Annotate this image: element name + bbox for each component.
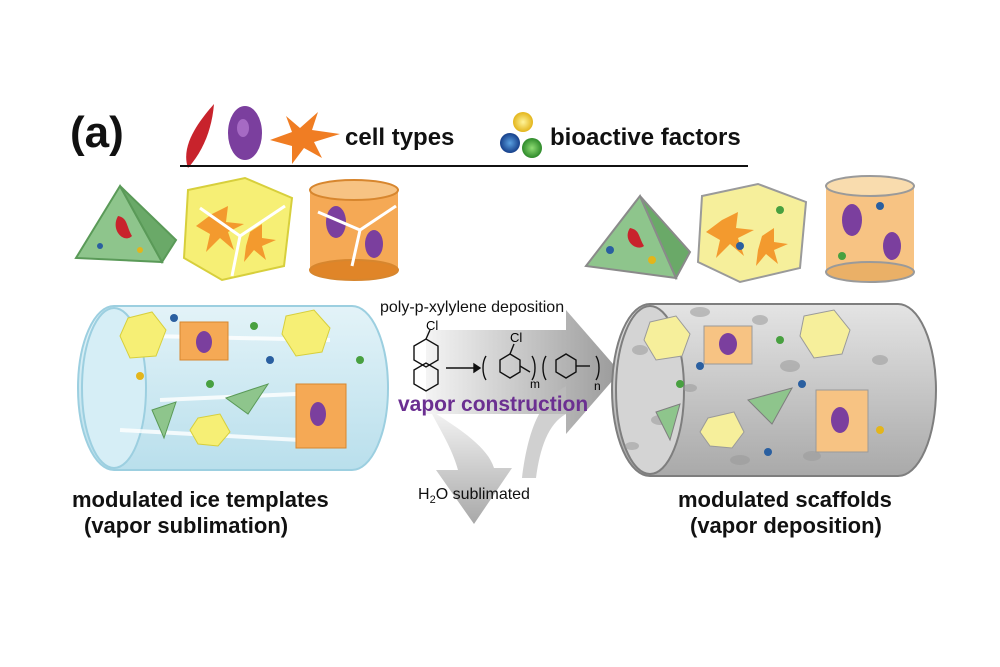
legend-bioactive-factors: bioactive factors — [550, 124, 741, 151]
scaffold-cube — [696, 182, 808, 284]
green-factor-icon — [522, 138, 542, 158]
scaffold-cylinder — [825, 175, 915, 283]
legend-cell-types: cell types — [345, 124, 455, 151]
sublimated-subscript: 2 — [429, 494, 436, 507]
sublimated-label: H2O sublimated — [418, 486, 530, 506]
scaffold-cylinder-porous — [611, 303, 937, 477]
caption-ice-templates: modulated ice templates — [72, 487, 329, 512]
spindle-cell-icon — [186, 104, 214, 168]
sublimated-h: H — [418, 486, 430, 503]
blue-factor-icon — [500, 133, 520, 153]
upper-arrow-tail — [522, 386, 566, 478]
ice-cylinder — [309, 179, 399, 281]
caption-vapor-sublimation: (vapor sublimation) — [84, 513, 289, 538]
upper-arrow — [426, 310, 620, 434]
chem-m-label: m — [530, 377, 540, 391]
caption-scaffolds: modulated scaffolds — [678, 487, 892, 512]
chem-cl-label-1: Cl — [426, 318, 438, 333]
ice-tetrahedron — [74, 184, 178, 264]
legend-cell-icons — [186, 104, 340, 168]
legend-factor-icons — [500, 112, 542, 158]
deposition-label: poly-p-xylylene deposition — [380, 299, 565, 316]
yellow-factor-icon — [513, 112, 533, 132]
chem-cl-label-2: Cl — [510, 330, 522, 345]
scaffold-tetrahedron — [584, 194, 692, 281]
caption-vapor-deposition: (vapor deposition) — [690, 513, 882, 538]
chemical-structure — [413, 329, 600, 392]
vapor-construction-label: vapor construction — [398, 393, 589, 416]
lower-arrow — [430, 410, 512, 524]
ice-cube — [182, 176, 294, 282]
chem-n-label: n — [594, 379, 601, 393]
ice-template-cylinder — [77, 305, 389, 471]
stellate-cell-icon — [270, 112, 340, 164]
sublimated-rest: O sublimated — [435, 486, 530, 503]
panel-label: (a) — [70, 108, 124, 157]
